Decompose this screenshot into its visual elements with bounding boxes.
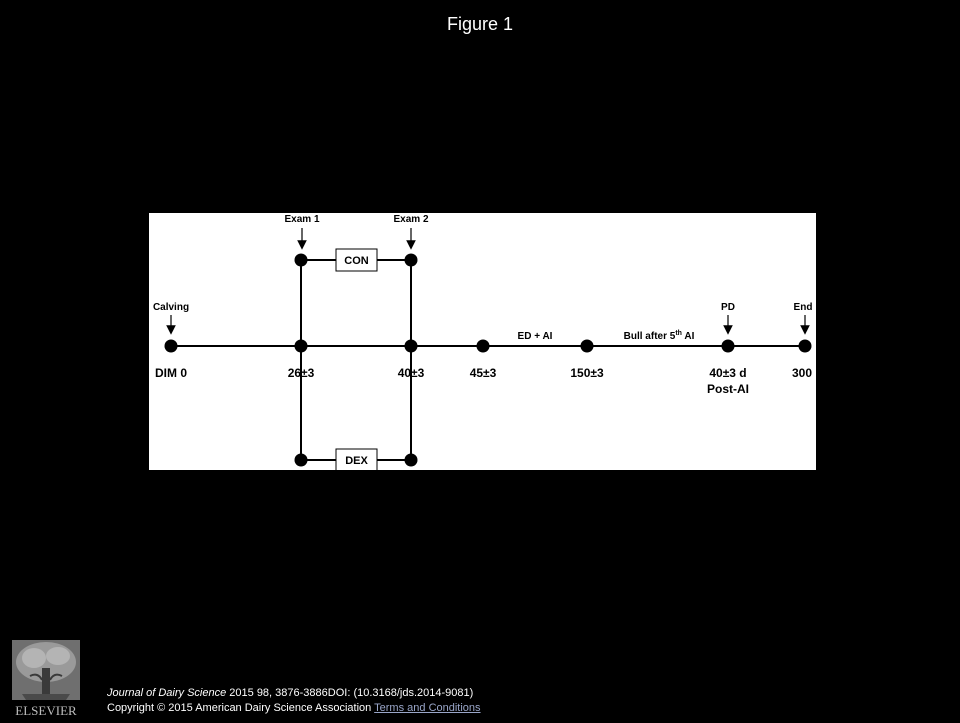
con-box (335, 248, 378, 272)
timeline-label: 150±3 (570, 366, 604, 380)
ed-ai-label: ED + AI (518, 331, 553, 342)
pd-label: PD (721, 302, 735, 313)
end-label: End (794, 302, 813, 313)
timeline-dot (294, 339, 308, 353)
con-label: CON (344, 255, 369, 267)
slide-title: Figure 1 (446, 14, 514, 34)
study-timeline-diagram: CON DEX Exam 1 Exam 2 Calving PD End ED … (149, 213, 816, 470)
exam2-label: Exam 2 (393, 214, 428, 225)
copyright-text: Copyright © 2015 American Dairy Science … (107, 702, 372, 714)
timeline-dot (164, 339, 178, 353)
timeline-dot (721, 339, 735, 353)
con-start-dot (294, 253, 308, 267)
timeline-label: 26±3 (288, 366, 315, 380)
dex-box (335, 448, 378, 470)
timeline-dot (798, 339, 812, 353)
elsevier-wordmark: ELSEVIER (15, 703, 77, 718)
timeline-dot (476, 339, 490, 353)
citation-ref: 2015 98, 3876-3886DOI: (10.3168/jds.2014… (226, 687, 474, 699)
calving-label: Calving (153, 302, 189, 313)
bull-phase-label: Bull after 5th AI (624, 330, 695, 342)
timeline-label: Post-AI (707, 382, 749, 396)
timeline-label: 40±3 (398, 366, 425, 380)
timeline-dot (404, 339, 418, 353)
journal-name: Journal of Dairy Science (107, 687, 227, 699)
dex-label: DEX (345, 455, 368, 467)
terms-link[interactable]: Terms and Conditions (374, 702, 481, 714)
dex-end-dot (404, 453, 418, 467)
citation-line: Journal of Dairy Science 2015 98, 3876-3… (107, 686, 481, 701)
elsevier-logo: ELSEVIER (8, 636, 84, 718)
exam1-label: Exam 1 (284, 214, 319, 225)
timeline-label: 45±3 (470, 366, 497, 380)
con-end-dot (404, 253, 418, 267)
citation-block: Journal of Dairy Science 2015 98, 3876-3… (107, 686, 481, 716)
timeline-dot (580, 339, 594, 353)
copyright-line: Copyright © 2015 American Dairy Science … (107, 701, 481, 716)
timeline-label: 40±3 d (709, 366, 746, 380)
timeline-label: 300 (792, 366, 812, 380)
dex-start-dot (294, 453, 308, 467)
timeline-label: DIM 0 (155, 366, 187, 380)
